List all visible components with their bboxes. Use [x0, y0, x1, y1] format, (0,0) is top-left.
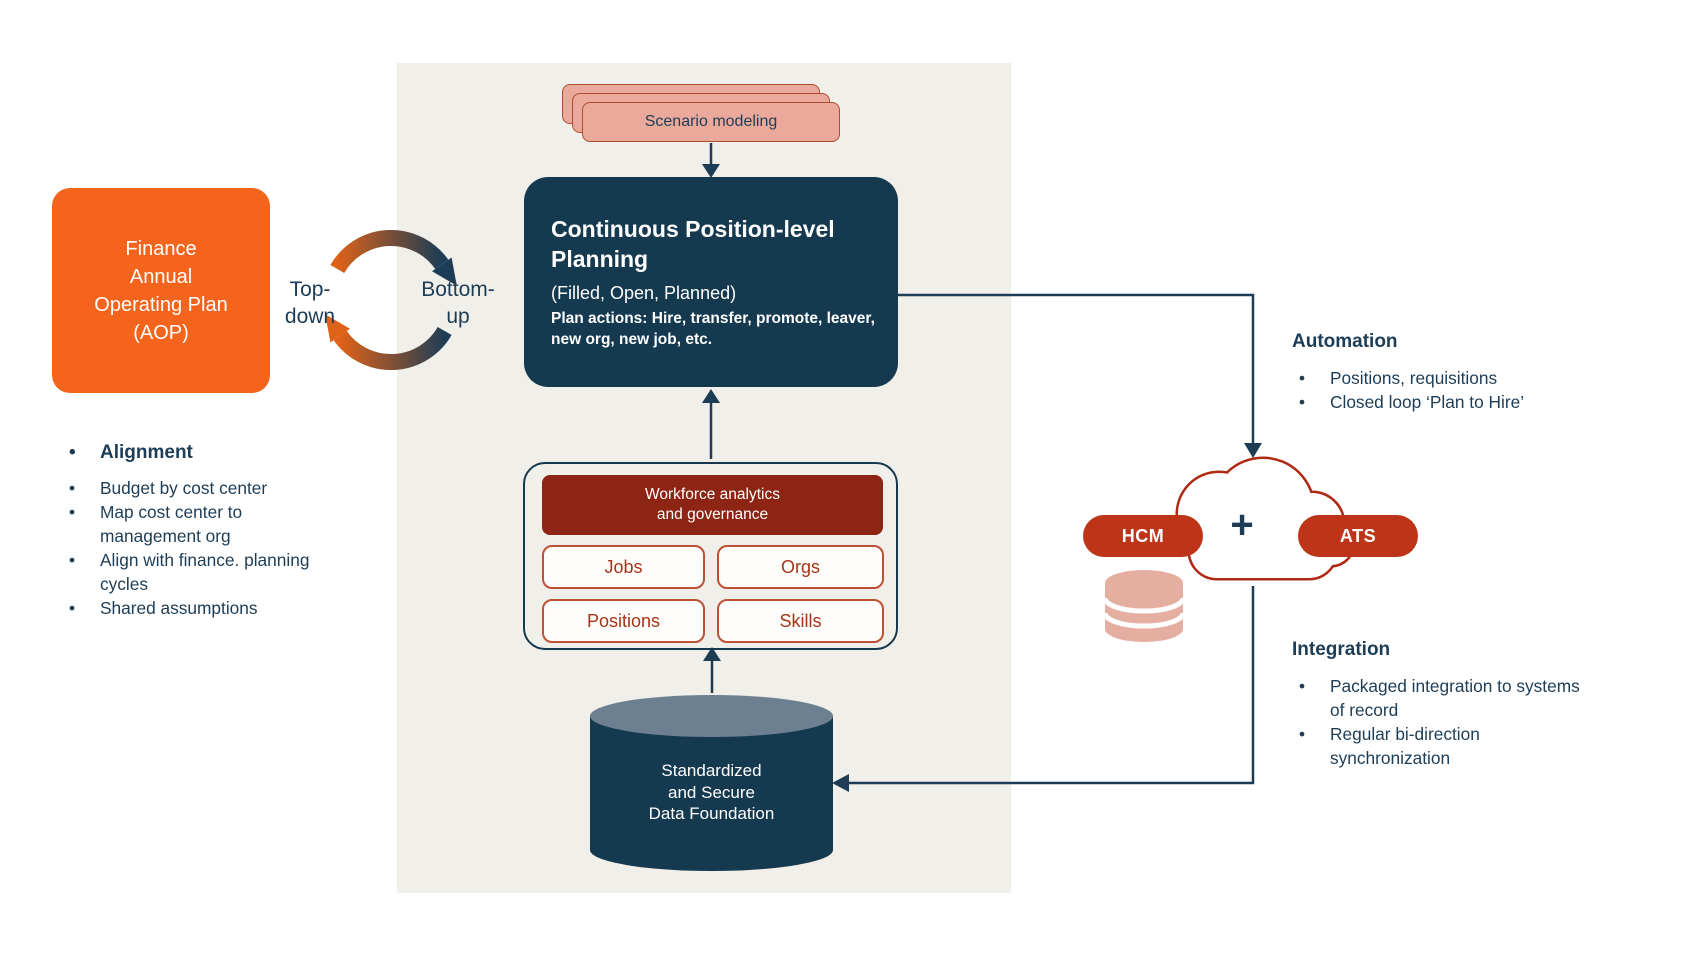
alignment-list: Alignment Budget by cost center Map cost…: [62, 441, 362, 620]
integration-block: Integration Packaged integration to syst…: [1292, 638, 1592, 770]
integration-item: Regular bi-direction synchronization: [1292, 722, 1592, 770]
top-down-line1: Top-: [289, 278, 331, 301]
bottom-up-line1: Bottom-: [421, 278, 495, 301]
hcm-pill: HCM: [1083, 515, 1203, 557]
data-foundation-line2: and Secure: [668, 782, 755, 802]
aop-line4: (AOP): [133, 321, 189, 344]
integration-item-text: Regular bi-direction synchronization: [1330, 724, 1480, 768]
jobs-box: Jobs: [542, 545, 705, 589]
automation-item-text: Positions, requisitions: [1330, 368, 1498, 388]
alignment-item: Map cost center to management org: [62, 500, 362, 548]
automation-item: Closed loop ‘Plan to Hire’: [1292, 390, 1592, 414]
aop-line2: Annual: [129, 265, 193, 288]
aop-line3: Operating Plan: [94, 293, 228, 316]
bullet-icon: [1292, 674, 1330, 722]
integration-item: Packaged integration to systems of recor…: [1292, 674, 1592, 722]
data-foundation-line3: Data Foundation: [648, 804, 775, 823]
bullet-icon: [62, 441, 100, 465]
skills-box: Skills: [717, 599, 884, 643]
positions-box: Positions: [542, 599, 705, 643]
analytics-header-line1: Workforce analytics: [645, 486, 780, 503]
data-foundation-label: Standardized and Secure Data Foundation: [590, 760, 833, 825]
finance-aop-box: Finance Annual Operating Plan (AOP): [52, 188, 270, 393]
automation-block: Automation Positions, requisitions Close…: [1292, 330, 1592, 414]
integration-heading-row: Integration: [1292, 638, 1592, 662]
alignment-item-text: Shared assumptions: [100, 598, 258, 618]
planning-detail: Plan actions: Hire, transfer, promote, l…: [551, 310, 875, 348]
bullet-icon: [1292, 390, 1330, 414]
hcm-label: HCM: [1121, 525, 1165, 546]
alignment-item: Budget by cost center: [62, 476, 362, 500]
alignment-item: Shared assumptions: [62, 596, 362, 620]
planning-title: Continuous Position-level Planning: [551, 216, 835, 272]
skills-label: Skills: [779, 610, 822, 631]
automation-heading: Automation: [1292, 331, 1398, 352]
analytics-container: Workforce analytics and governance Jobs …: [523, 462, 898, 650]
jobs-label: Jobs: [604, 556, 643, 577]
planning-subtitle: (Filled, Open, Planned): [551, 283, 737, 303]
bullet-icon: [62, 476, 100, 500]
integration-heading: Integration: [1292, 639, 1391, 660]
automation-item: Positions, requisitions: [1292, 366, 1592, 390]
continuous-planning-box: Continuous Position-level Planning (Fill…: [524, 177, 898, 387]
ats-label: ATS: [1339, 525, 1377, 546]
automation-heading-row: Automation: [1292, 330, 1592, 354]
alignment-item-text: Align with finance. planning cycles: [100, 550, 310, 594]
bullet-icon: [62, 500, 100, 548]
top-down-label: Top- down: [264, 276, 356, 330]
plus-icon: +: [1218, 497, 1266, 553]
data-foundation-line1: Standardized: [661, 761, 762, 780]
alignment-heading: Alignment: [100, 442, 193, 463]
alignment-item: Align with finance. planning cycles: [62, 548, 362, 596]
scenario-card-front: Scenario modeling: [582, 102, 840, 142]
alignment-item-text: Budget by cost center: [100, 478, 268, 498]
bullet-icon: [1292, 722, 1330, 770]
bottom-up-label: Bottom- up: [412, 276, 504, 330]
top-down-line2: down: [284, 305, 336, 328]
scenario-card-label: Scenario modeling: [644, 113, 778, 130]
positions-label: Positions: [586, 610, 661, 631]
orgs-box: Orgs: [717, 545, 884, 589]
analytics-header: Workforce analytics and governance: [542, 475, 883, 535]
bullet-icon: [62, 548, 100, 596]
alignment-heading-row: Alignment: [62, 441, 362, 465]
aop-line1: Finance: [125, 237, 197, 260]
alignment-item-text: Map cost center to management org: [100, 502, 243, 546]
bullet-icon: [62, 596, 100, 620]
bullet-icon: [1292, 366, 1330, 390]
analytics-header-line2: and governance: [656, 506, 769, 523]
plus-glyph: +: [1230, 502, 1254, 547]
integration-item-text: Packaged integration to systems of recor…: [1330, 676, 1580, 720]
automation-item-text: Closed loop ‘Plan to Hire’: [1330, 392, 1525, 412]
orgs-label: Orgs: [780, 556, 820, 577]
bottom-up-line2: up: [446, 305, 470, 328]
ats-pill: ATS: [1298, 515, 1418, 557]
hcm-database-icon: [1102, 570, 1186, 642]
